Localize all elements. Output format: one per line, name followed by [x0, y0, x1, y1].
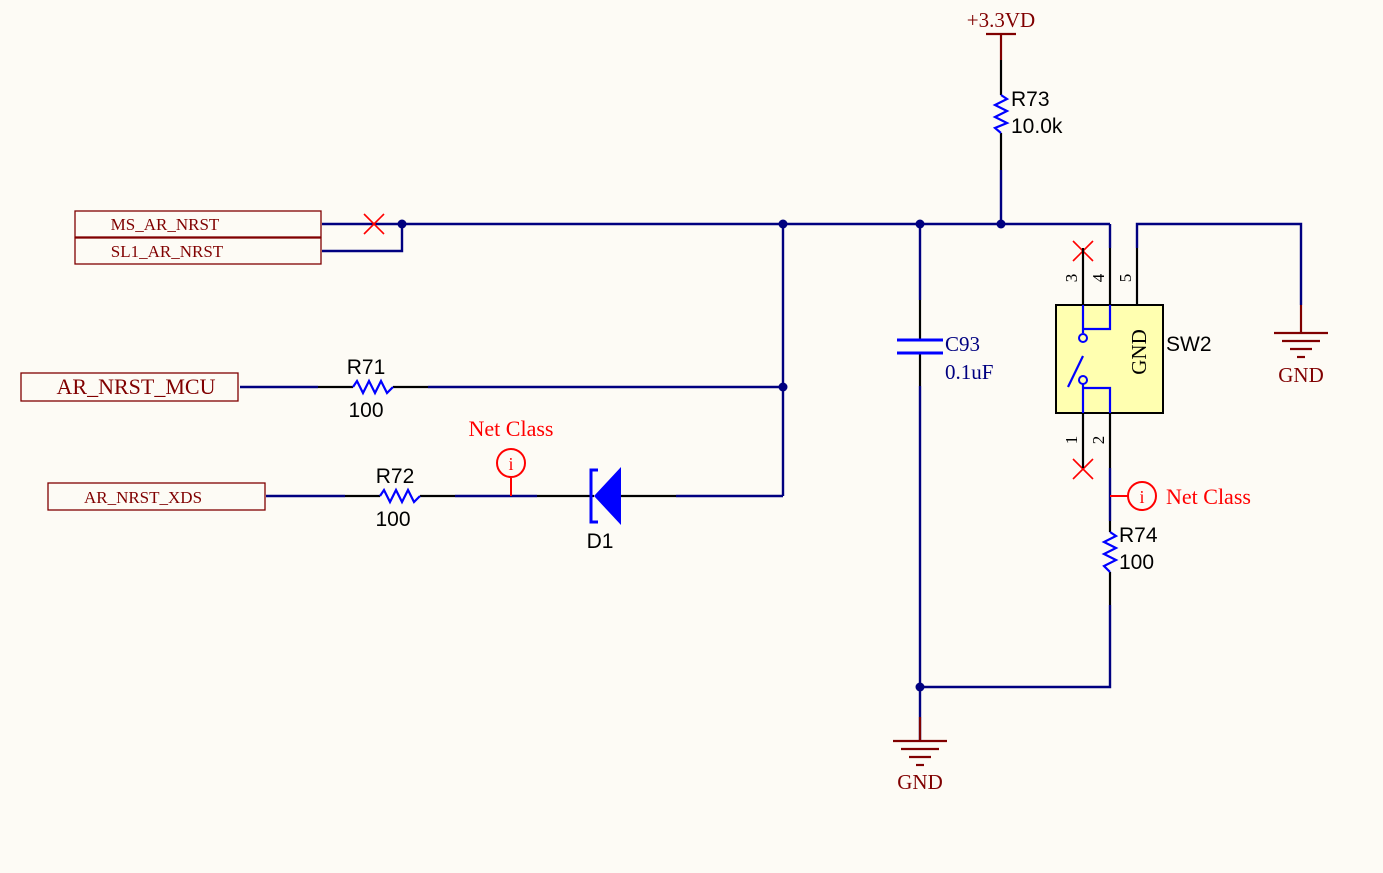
junction	[778, 382, 788, 392]
net-class-label: Net Class	[1166, 484, 1251, 509]
pin-number: 1	[1062, 436, 1081, 445]
power-port-vcc[interactable]: +3.3VD	[967, 8, 1035, 60]
wire-sw-pin5	[1135, 222, 1303, 305]
net-class-directive-switch[interactable]: i Net Class	[1110, 481, 1251, 511]
junction	[915, 682, 925, 692]
gnd-label: GND	[897, 770, 943, 794]
gnd-symbol-switch[interactable]: GND	[1274, 305, 1328, 387]
port-ms-ar-nrst[interactable]: MS_AR_NRST	[74, 210, 322, 238]
svg-text:SL1_AR_NRST: SL1_AR_NRST	[111, 242, 224, 261]
wire-r74-gnd	[920, 605, 1112, 689]
info-icon	[1127, 481, 1157, 511]
r71-ref: R71	[347, 356, 386, 379]
diode-d1[interactable]: D1	[537, 467, 676, 553]
no-connect-marker	[1072, 458, 1094, 480]
r73-value: 10.0k	[1011, 115, 1063, 138]
wires	[240, 170, 1303, 740]
gnd-symbol-main[interactable]: GND	[893, 717, 947, 794]
d1-ref: D1	[587, 530, 614, 553]
port-sl1-ar-nrst[interactable]: SL1_AR_NRST	[74, 237, 322, 265]
net-class-directive-xds[interactable]: i Net Class	[469, 416, 554, 496]
resistor-r73[interactable]: R73 10.0k	[992, 60, 1063, 170]
r74-ref: R74	[1119, 524, 1158, 547]
port-ar-nrst-mcu[interactable]: AR_NRST_MCU	[20, 372, 239, 402]
r72-ref: R72	[376, 465, 415, 488]
c93-ref: C93	[945, 332, 980, 356]
wire-sl1-connect	[322, 224, 404, 253]
r71-value: 100	[348, 399, 383, 422]
junction	[397, 219, 407, 229]
net-class-label: Net Class	[469, 416, 554, 441]
pin-number: 3	[1062, 274, 1081, 283]
port-ar-nrst-xds[interactable]: AR_NRST_XDS	[47, 482, 266, 511]
r72-value: 100	[375, 508, 410, 531]
svg-text:MS_AR_NRST: MS_AR_NRST	[111, 215, 220, 234]
switch-sw2[interactable]: GND 3 4 5 1 2 SW2	[1055, 248, 1212, 468]
pin-number: 2	[1089, 436, 1108, 445]
c93-value: 0.1uF	[945, 360, 993, 384]
resistor-r74[interactable]: R74 100	[1101, 521, 1158, 605]
sw2-ref: SW2	[1166, 333, 1212, 356]
junction	[915, 219, 925, 229]
svg-text:i: i	[1139, 487, 1144, 507]
svg-text:AR_NRST_MCU: AR_NRST_MCU	[57, 374, 216, 399]
resistor-r71[interactable]: R71 100	[318, 356, 428, 422]
svg-text:AR_NRST_XDS: AR_NRST_XDS	[84, 488, 202, 507]
svg-text:i: i	[508, 454, 513, 474]
info-icon	[496, 448, 526, 478]
r73-ref: R73	[1011, 88, 1050, 111]
r74-value: 100	[1119, 551, 1154, 574]
sw2-body-label: GND	[1127, 329, 1151, 375]
junctions	[397, 219, 1006, 692]
pin-number: 5	[1116, 274, 1135, 283]
junction	[778, 219, 788, 229]
vcc-label: +3.3VD	[967, 8, 1035, 32]
no-connect-marker	[363, 213, 385, 235]
capacitor-c93[interactable]: C93 0.1uF	[897, 300, 993, 386]
pin-number: 4	[1089, 273, 1108, 282]
resistor-r72[interactable]: R72 100	[345, 465, 455, 531]
junction	[996, 219, 1006, 229]
gnd-label: GND	[1278, 363, 1324, 387]
